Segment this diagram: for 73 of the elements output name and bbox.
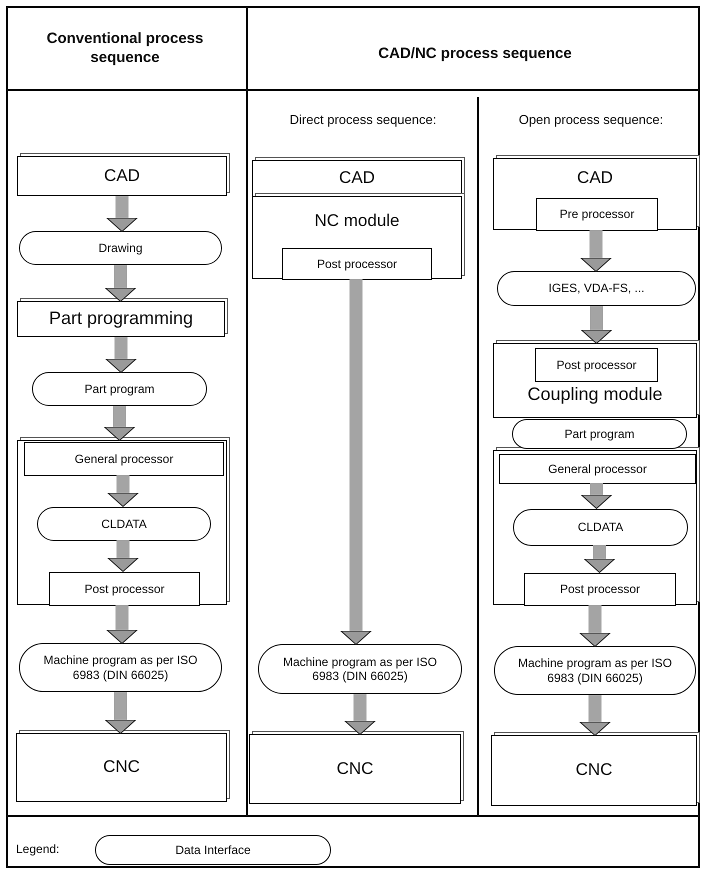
node-label: Post processor xyxy=(316,256,398,272)
node-label: NC module xyxy=(313,211,401,232)
node-label: Coupling module xyxy=(526,384,664,406)
column-header: Conventional process sequence xyxy=(46,30,204,68)
process-box xyxy=(493,158,697,230)
process-box xyxy=(282,248,432,280)
node-label: Post processor xyxy=(558,582,642,597)
block-arrow xyxy=(580,695,610,736)
block-arrow xyxy=(108,475,138,507)
node-label: Drawing xyxy=(97,240,144,256)
node-label: General processor xyxy=(547,462,648,476)
node-label: CAD xyxy=(576,168,614,188)
node-label: Part program xyxy=(83,382,156,396)
block-arrow xyxy=(584,545,615,573)
data-interface-pill xyxy=(19,643,222,692)
node-label: Machine program as per ISO 6983 (DIN 66025) xyxy=(42,653,199,682)
node-label: Post processor xyxy=(555,358,638,372)
node-label: CLDATA xyxy=(576,520,624,535)
node-label: Pre processor xyxy=(558,207,636,222)
block-arrow xyxy=(106,337,136,373)
node-label: CNC xyxy=(574,760,614,781)
block-arrow xyxy=(344,694,376,735)
process-box xyxy=(491,735,697,806)
group-box xyxy=(17,440,227,605)
node-label: Part program xyxy=(563,426,636,442)
node-label: IGES, VDA-FS, ... xyxy=(547,281,646,296)
node-label: CLDATA xyxy=(100,516,148,532)
process-box xyxy=(249,734,461,804)
block-arrow xyxy=(581,483,612,509)
process-box xyxy=(524,573,676,606)
process-box xyxy=(535,348,658,382)
column-header: CAD/NC process sequence xyxy=(377,45,573,64)
node-label: CAD xyxy=(338,168,376,189)
section-label: Open process sequence: xyxy=(518,112,664,128)
process-box xyxy=(536,198,658,231)
node-label: General processor xyxy=(74,452,174,466)
process-box xyxy=(252,196,462,279)
group-box xyxy=(493,450,697,605)
node-label: Machine program as per ISO 6983 (DIN 66025) xyxy=(516,656,674,685)
section-label: Legend: xyxy=(16,842,60,857)
block-arrow xyxy=(106,605,138,644)
process-box xyxy=(49,572,200,606)
data-interface-pill xyxy=(258,644,462,694)
node-label: CAD xyxy=(103,166,141,186)
block-arrow xyxy=(580,605,610,647)
node-label: CNC xyxy=(336,758,374,780)
legend-pill: Data Interface xyxy=(95,835,331,865)
process-box xyxy=(17,156,227,196)
data-interface-pill xyxy=(494,646,696,695)
block-arrow xyxy=(580,230,612,272)
data-interface-pill xyxy=(512,419,687,449)
data-interface-pill xyxy=(32,372,207,406)
process-box xyxy=(499,454,696,484)
block-arrow xyxy=(104,406,135,441)
block-arrow xyxy=(581,306,612,344)
section-label: Direct process sequence: xyxy=(288,112,438,128)
block-arrow xyxy=(105,265,136,302)
data-interface-pill xyxy=(19,231,222,265)
node-label: Machine program as per ISO 6983 (DIN 66025) xyxy=(282,654,438,684)
data-interface-pill xyxy=(37,507,211,541)
node-label: Post processor xyxy=(83,582,166,596)
block-arrow xyxy=(106,196,138,232)
process-box xyxy=(24,442,224,476)
process-box xyxy=(17,301,225,337)
data-interface-pill xyxy=(497,271,696,306)
node-label: Part programming xyxy=(48,308,194,330)
data-interface-pill xyxy=(513,509,688,546)
block-arrow xyxy=(340,279,372,645)
block-arrow xyxy=(108,540,138,572)
process-box xyxy=(493,343,697,418)
node-label: CNC xyxy=(102,757,141,778)
process-box xyxy=(16,733,227,802)
block-arrow xyxy=(105,692,136,734)
